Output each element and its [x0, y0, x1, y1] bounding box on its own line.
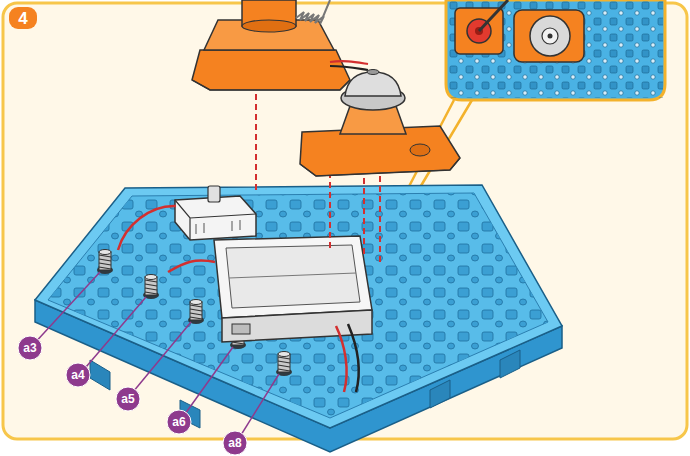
callout-dot	[223, 431, 247, 455]
callout-number: a5	[115, 386, 141, 412]
inset-detail	[446, 0, 665, 100]
step-number-text: 4	[18, 10, 27, 27]
callout-text: a8	[228, 437, 241, 449]
callout-dot	[116, 387, 140, 411]
step-badge	[9, 7, 37, 29]
motor-part	[192, 0, 368, 90]
callout-text: a6	[172, 416, 185, 428]
callout-dot	[18, 336, 42, 360]
callout-text: a3	[23, 342, 36, 354]
step-number: 4	[8, 6, 38, 30]
callout-number: a8	[222, 430, 248, 456]
bell-part	[300, 70, 460, 177]
callout-number: a4	[65, 362, 91, 388]
callout-dot	[167, 410, 191, 434]
base-board	[35, 185, 562, 452]
callout-text: a5	[121, 393, 134, 405]
callout-number: a3	[17, 335, 43, 361]
wire	[118, 206, 176, 250]
wire	[336, 326, 347, 392]
wire	[348, 324, 359, 392]
callout-text: a4	[71, 369, 84, 381]
callout-dot	[66, 363, 90, 387]
callout-number: a6	[166, 409, 192, 435]
slide-switch	[175, 186, 256, 240]
wire	[168, 260, 215, 272]
